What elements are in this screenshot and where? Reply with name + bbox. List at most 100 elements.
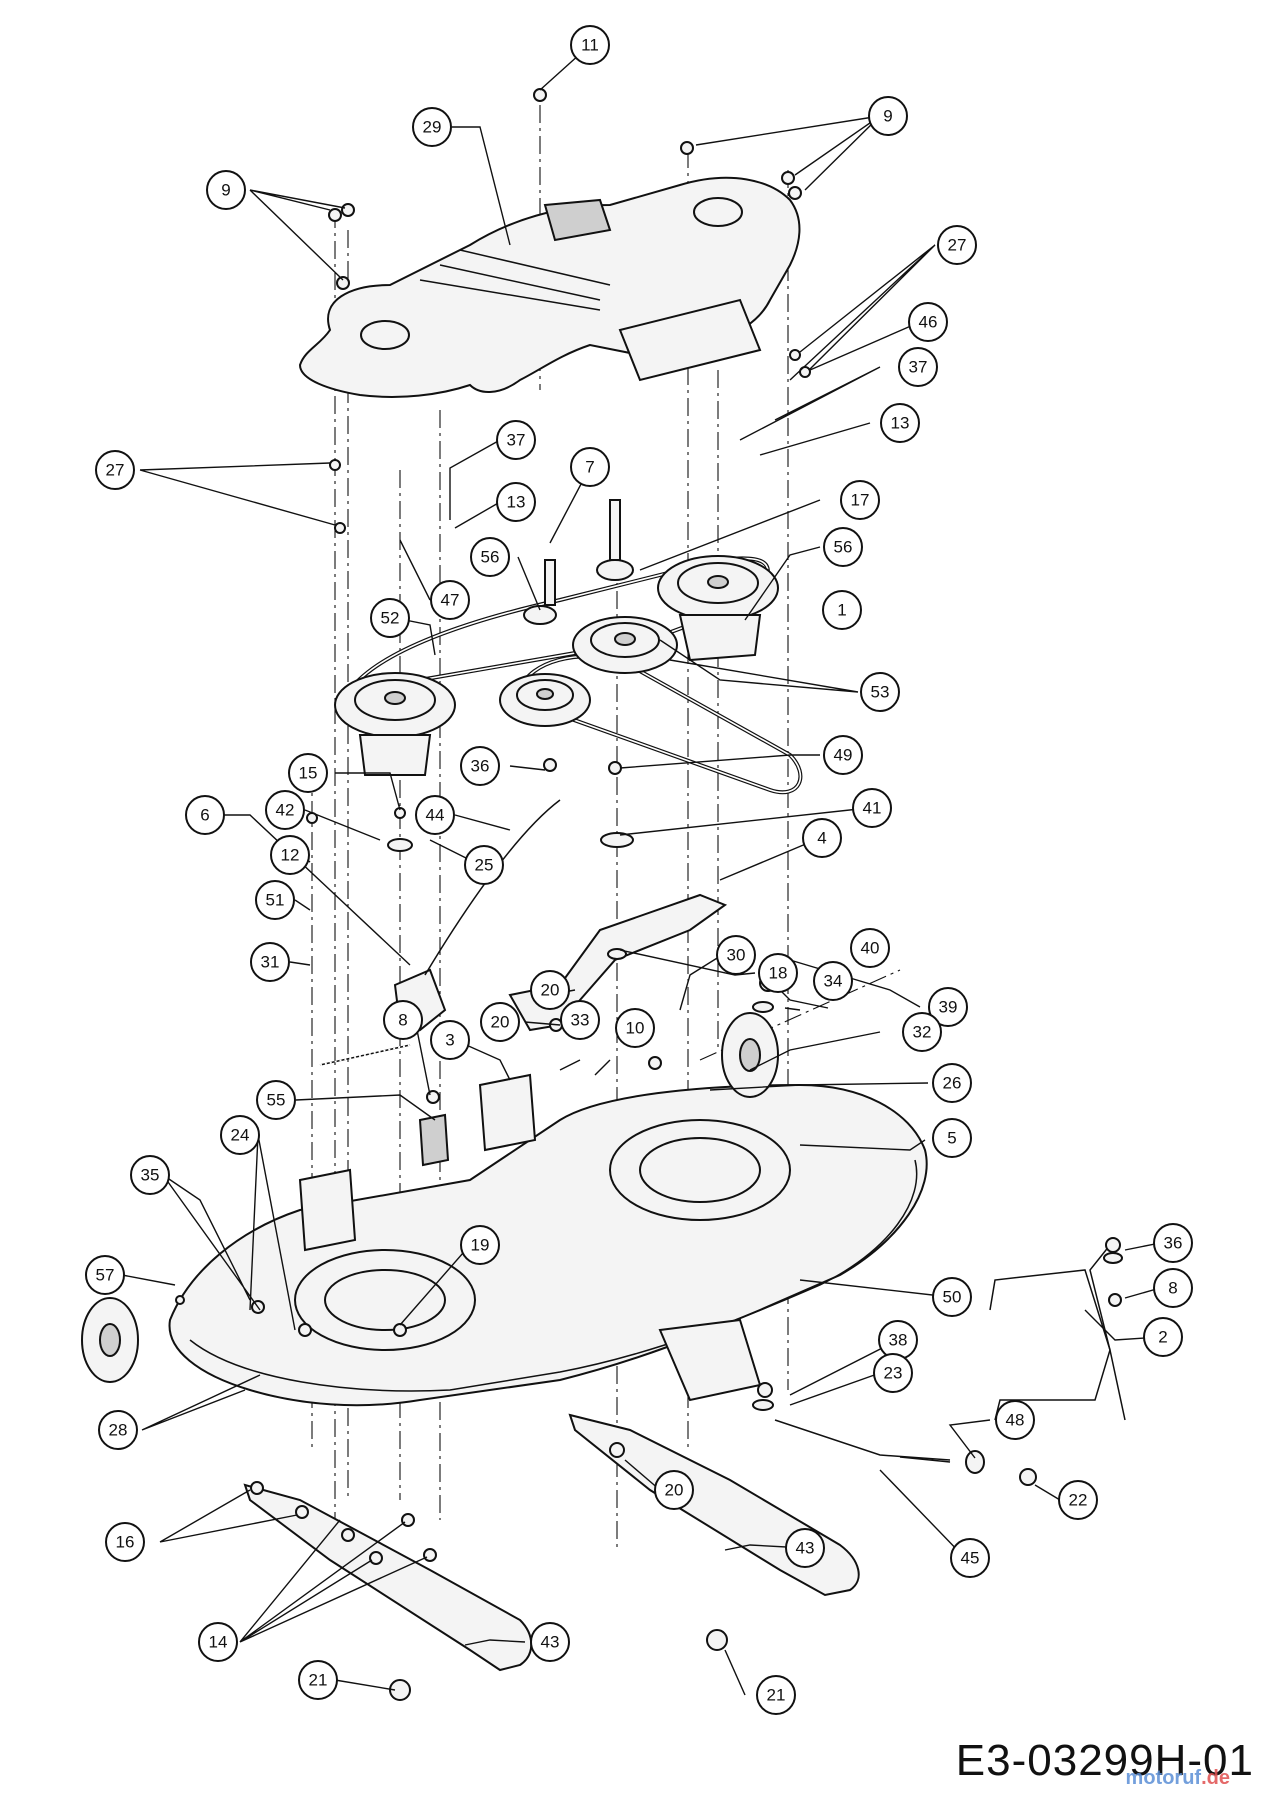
callout-circle [460,1225,500,1265]
callout-circle [823,735,863,775]
callout-label: 49 [834,746,853,765]
callout-label: 14 [209,1633,228,1652]
callout-circle [464,845,504,885]
callout-label: 25 [475,856,494,875]
callout-circle [198,1622,238,1662]
callout-circle [430,580,470,620]
callout-circle [370,598,410,638]
callout-c38: 38 [878,1320,918,1360]
callout-circle [412,107,452,147]
callout-circle [298,1660,338,1700]
callout-label: 3 [445,1031,454,1050]
callout-c44: 44 [415,795,455,835]
callout-c15: 15 [288,753,328,793]
callout-circle [415,795,455,835]
callout-c22: 22 [1058,1480,1098,1520]
callout-label: 39 [939,998,958,1017]
callout-label: 38 [889,1331,908,1350]
callout-c43a: 43 [785,1528,825,1568]
callout-circle [570,25,610,65]
callout-circle [206,170,246,210]
callout-label: 13 [891,414,910,433]
callout-circle [105,1522,145,1562]
callout-c50: 50 [932,1277,972,1317]
callout-c27b: 27 [95,450,135,490]
callout-circle [932,1118,972,1158]
callout-label: 10 [626,1019,645,1038]
callout-c10: 10 [615,1008,655,1048]
callout-circle [496,482,536,522]
callout-c23: 23 [873,1353,913,1393]
callout-c40: 40 [850,928,890,968]
callout-label: 8 [1168,1279,1177,1298]
callout-c37a: 37 [898,347,938,387]
callout-label: 21 [767,1686,786,1705]
callout-label: 32 [913,1023,932,1042]
callout-circle [654,1470,694,1510]
callout-circle [615,1008,655,1048]
callout-circle [902,1012,942,1052]
pulleys [334,499,779,776]
callout-c25: 25 [464,845,504,885]
callout-label: 41 [863,799,882,818]
callout-c39: 39 [928,987,968,1027]
callout-c14: 14 [198,1622,238,1662]
callout-c36b: 36 [1153,1223,1193,1263]
callout-c52: 52 [370,598,410,638]
callout-circle [220,1115,260,1155]
callout-c37b: 37 [496,420,536,460]
callout-circle [560,1000,600,1040]
callout-c8a: 8 [383,1000,423,1040]
callout-c30: 30 [716,935,756,975]
callout-circle [85,1255,125,1295]
callout-bubbles: 1129992746371327371371756561524753364915… [85,25,1193,1715]
callout-label: 18 [769,964,788,983]
callout-label: 2 [1158,1328,1167,1347]
callout-label: 52 [381,609,400,628]
callout-label: 44 [426,806,445,825]
callout-circle [480,1002,520,1042]
callout-circle [270,835,310,875]
callout-circle [898,347,938,387]
callout-c34: 34 [813,961,853,1001]
callout-circle [785,1528,825,1568]
callout-circle [570,447,610,487]
callout-c29: 29 [412,107,452,147]
callout-label: 46 [919,313,938,332]
callout-label: 43 [541,1633,560,1652]
callout-circle [850,928,890,968]
callout-label: 6 [200,806,209,825]
callout-circle [1153,1223,1193,1263]
callout-circle [868,96,908,136]
callout-circle [98,1410,138,1450]
callout-label: 37 [507,431,526,450]
callout-label: 9 [883,107,892,126]
callout-c36a: 36 [460,746,500,786]
callout-circle [430,1020,470,1060]
callout-c12: 12 [270,835,310,875]
callout-circle [1153,1268,1193,1308]
callout-label: 16 [116,1533,135,1552]
callout-circle [758,953,798,993]
callout-label: 11 [581,36,599,55]
callout-label: 22 [1069,1491,1088,1510]
callout-c45: 45 [950,1538,990,1578]
callout-c43b: 43 [530,1622,570,1662]
callout-c57: 57 [85,1255,125,1295]
callout-c32: 32 [902,1012,942,1052]
callout-c49: 49 [823,735,863,775]
callout-label: 20 [541,981,560,1000]
callout-label: 24 [231,1126,250,1145]
callout-label: 56 [481,548,500,567]
callout-circle [255,880,295,920]
callout-c55: 55 [256,1080,296,1120]
watermark-logo: motoruf.de [1126,1767,1230,1790]
callout-c21a: 21 [298,1660,338,1700]
callout-circle [265,790,305,830]
watermark-suffix: .de [1201,1767,1230,1789]
callout-c56b: 56 [823,527,863,567]
callout-c51: 51 [255,880,295,920]
callout-label: 34 [824,972,843,991]
callout-label: 53 [871,683,890,702]
